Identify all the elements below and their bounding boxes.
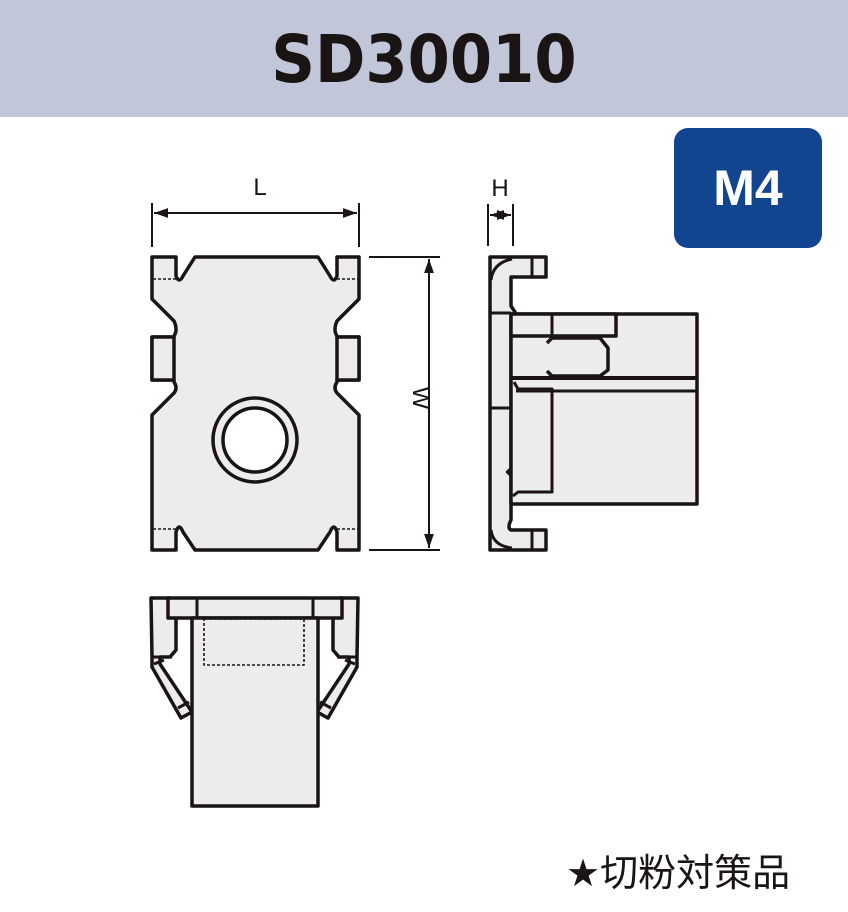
left-tab — [150, 335, 176, 382]
tab-fold — [153, 658, 165, 666]
inner-sleeve — [512, 381, 554, 498]
bend-curve — [489, 257, 513, 281]
bottom-end-view — [149, 596, 360, 808]
front-plan-view — [150, 203, 440, 552]
notch — [505, 467, 512, 477]
bend-curve — [489, 529, 513, 550]
l-label: L — [253, 174, 266, 201]
body-block — [190, 616, 320, 808]
side-plate — [488, 255, 548, 552]
tab-fold — [344, 658, 356, 666]
title-bar: SD30010 — [0, 0, 848, 117]
right-tab — [335, 335, 361, 382]
tab-fold — [319, 700, 332, 710]
tab-fold — [177, 700, 190, 710]
thread-hole — [221, 406, 289, 474]
h-label: H — [491, 175, 508, 202]
thread-size-badge: M4 — [674, 128, 822, 248]
top-flange — [509, 312, 618, 338]
chip-resistant-note: ★切粉対策品 — [566, 851, 791, 895]
thread-size-label: M4 — [713, 160, 783, 216]
slot-tab — [545, 336, 610, 378]
w-label: W — [407, 387, 434, 410]
hidden-outline — [203, 618, 305, 666]
top-bar — [166, 596, 344, 620]
part-number-title: SD30010 — [271, 21, 577, 98]
side-elevation-view — [487, 204, 699, 552]
